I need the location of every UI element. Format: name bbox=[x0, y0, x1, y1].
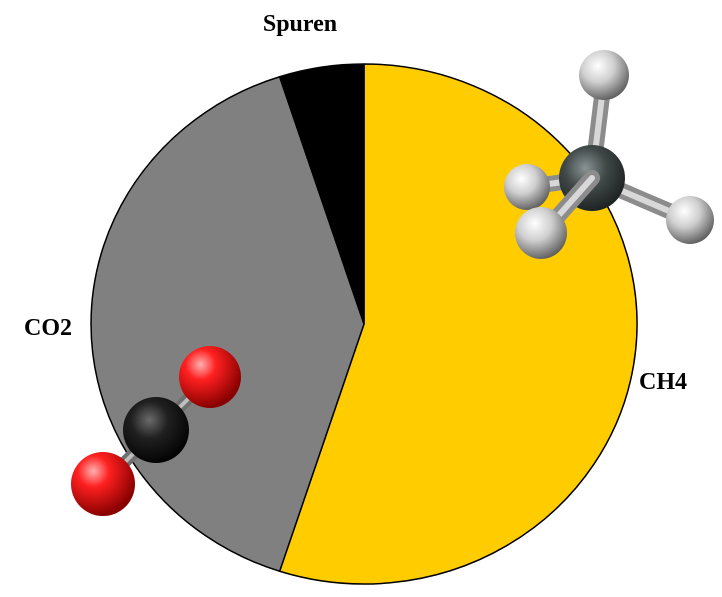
slice-label-co2: CO2 bbox=[24, 315, 72, 341]
methane-molecule-icon bbox=[504, 50, 714, 259]
slice-label-ch4: CH4 bbox=[639, 369, 687, 395]
pie-slices bbox=[90, 63, 638, 585]
pie-labels: CH4 CO2 Spuren bbox=[24, 11, 687, 395]
carbon-dioxide-molecule-icon bbox=[71, 346, 241, 516]
pie-slice-spuren bbox=[278, 63, 365, 325]
slice-label-spuren: Spuren bbox=[263, 11, 337, 37]
